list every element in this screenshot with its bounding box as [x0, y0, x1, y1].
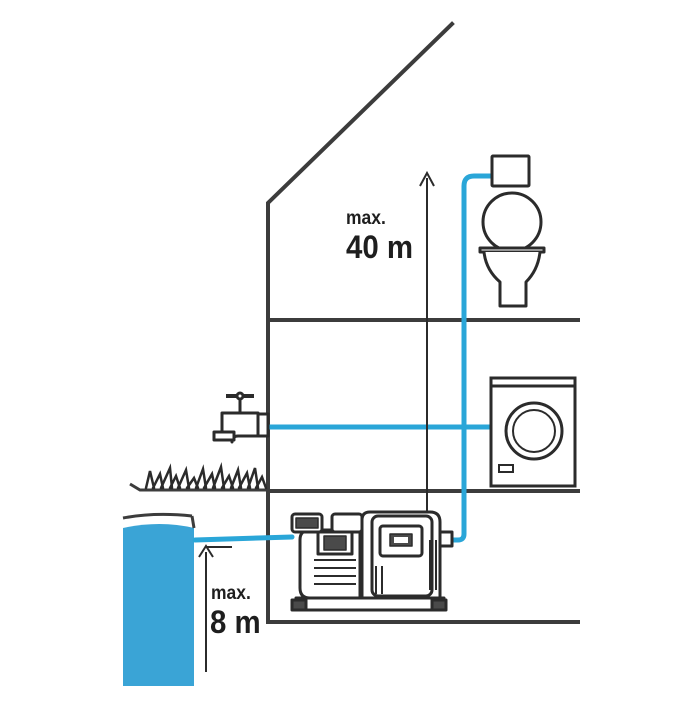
suction-height-prefix: max. [211, 583, 251, 604]
pressure-pipe [449, 173, 495, 543]
pressure-height-value: 40 m [346, 229, 414, 265]
pressure-height-prefix: max. [346, 208, 386, 229]
grass-icon [144, 462, 268, 490]
washing-machine-icon [489, 376, 577, 488]
suction-pipe [192, 534, 295, 543]
house-outline [266, 21, 580, 624]
garden-tap-icon [212, 391, 270, 444]
height-arrow-suction [198, 544, 232, 672]
suction-height-value: 8 m [210, 604, 261, 640]
house-wall-roof [266, 21, 455, 624]
toilet-icon [478, 154, 546, 308]
ground [129, 462, 268, 492]
height-arrow-pressure [419, 170, 435, 512]
pump-icon [290, 510, 454, 612]
water-tank-icon [122, 512, 196, 686]
water-pipes [192, 173, 495, 543]
